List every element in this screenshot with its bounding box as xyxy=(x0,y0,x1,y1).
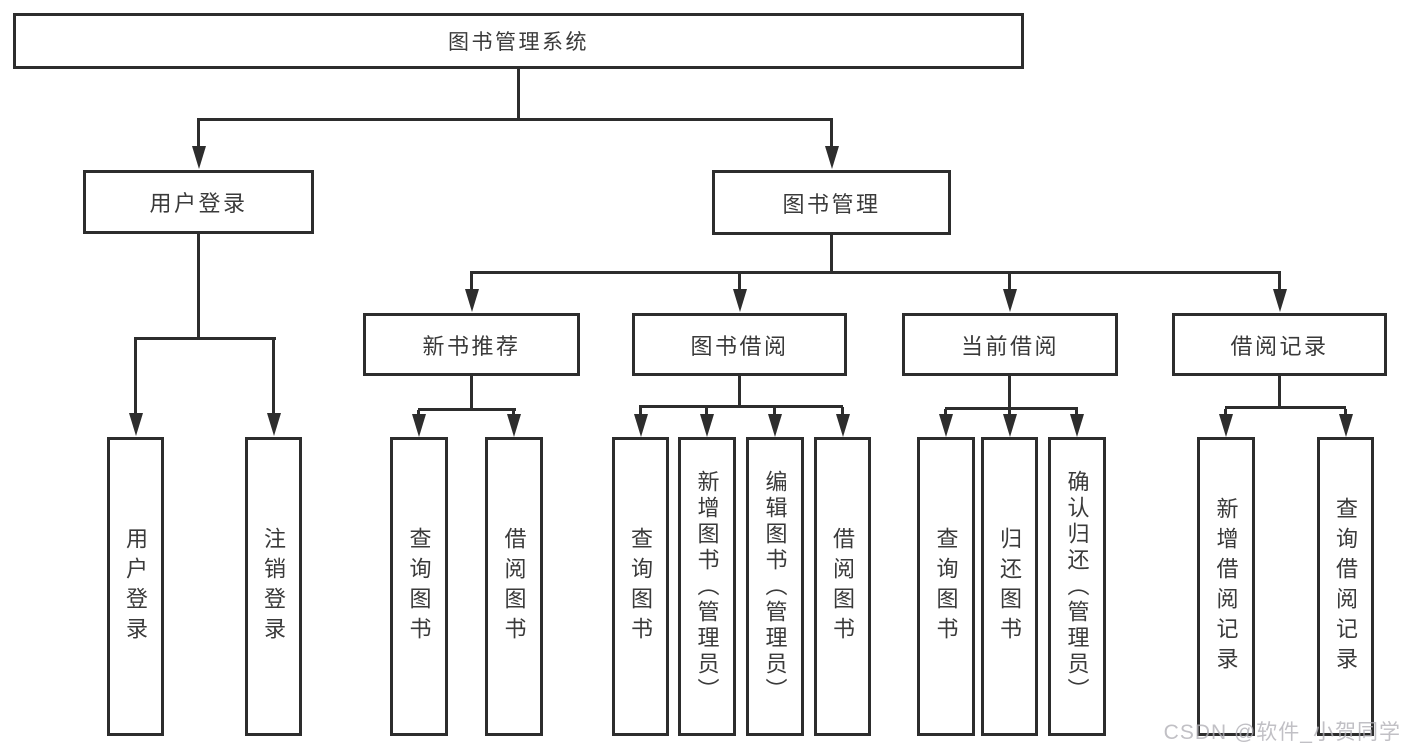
arrow-to-query-books-2 xyxy=(639,407,642,414)
node-user-login-label: 用户登录 xyxy=(149,191,248,216)
node-leaf-return-books: 归还图书 xyxy=(981,437,1038,736)
node-leaf-logout: 注销登录 xyxy=(245,437,302,736)
node-leaf-add-borrow-record: 新增借阅记录 xyxy=(1197,437,1255,736)
arrow-to-book-mgmt xyxy=(830,118,833,146)
node-leaf-edit-books-label: 编辑图书（管理员） xyxy=(762,469,788,704)
node-leaf-return-books-label: 归还图书 xyxy=(997,526,1023,647)
arrow-to-borrow-records xyxy=(1278,274,1281,289)
node-book-borrow-label: 图书借阅 xyxy=(690,333,789,359)
node-user-login: 用户登录 xyxy=(83,170,314,234)
node-leaf-user-login-label: 用户登录 xyxy=(123,526,149,647)
node-leaf-confirm-return-label: 确认归还（管理员） xyxy=(1064,469,1090,704)
node-leaf-add-books: 新增图书（管理员） xyxy=(678,437,736,736)
connector-user-login-hbar xyxy=(134,337,276,340)
connector-book-borrow-stem xyxy=(738,376,741,408)
node-leaf-borrow-books-2-label: 借阅图书 xyxy=(830,526,856,647)
arrow-to-return-books xyxy=(1008,409,1011,414)
node-leaf-query-books-1-label: 查询图书 xyxy=(406,526,432,647)
connector-root-stem xyxy=(517,66,520,121)
connector-user-login-stem xyxy=(197,234,200,340)
csdn-watermark: CSDN @软件_小贺同学 xyxy=(1163,721,1401,744)
arrow-to-borrow-books-2 xyxy=(841,407,844,414)
arrow-to-book-borrow xyxy=(738,274,741,289)
arrow-to-query-borrow-record xyxy=(1344,409,1347,414)
connector-borrow-records-stem xyxy=(1278,376,1281,409)
arrow-to-query-books-3 xyxy=(944,409,947,414)
connector-book-mgmt-hbar xyxy=(470,271,1281,274)
arrow-to-edit-books xyxy=(773,407,776,414)
arrow-to-new-book-rec xyxy=(470,274,473,289)
node-leaf-query-borrow-record-label: 查询借阅记录 xyxy=(1333,496,1359,677)
node-leaf-edit-books: 编辑图书（管理员） xyxy=(746,437,804,736)
node-leaf-query-books-1: 查询图书 xyxy=(390,437,448,736)
node-root: 图书管理系统 xyxy=(13,13,1024,69)
node-book-mgmt: 图书管理 xyxy=(712,170,951,235)
node-new-book-rec: 新书推荐 xyxy=(363,313,580,376)
node-current-borrow: 当前借阅 xyxy=(902,313,1118,376)
node-book-borrow: 图书借阅 xyxy=(632,313,847,376)
node-current-borrow-label: 当前借阅 xyxy=(960,333,1059,359)
connector-current-borrow-hbar xyxy=(945,407,1078,410)
node-leaf-borrow-books-1-label: 借阅图书 xyxy=(501,526,527,647)
arrow-to-user-login-child xyxy=(134,340,137,413)
arrow-to-add-books xyxy=(705,407,708,414)
node-leaf-add-books-label: 新增图书（管理员） xyxy=(694,469,720,704)
node-book-mgmt-label: 图书管理 xyxy=(782,191,881,217)
node-leaf-query-borrow-record: 查询借阅记录 xyxy=(1317,437,1374,736)
node-new-book-rec-label: 新书推荐 xyxy=(422,333,521,359)
connector-borrow-records-hbar xyxy=(1225,406,1346,409)
arrow-to-confirm-return xyxy=(1075,409,1078,414)
arrow-to-logout-child xyxy=(272,340,275,413)
arrow-to-add-borrow-record xyxy=(1224,409,1227,414)
connector-new-book-rec-hbar xyxy=(418,408,516,411)
node-root-label: 图书管理系统 xyxy=(448,31,589,54)
node-leaf-query-books-2: 查询图书 xyxy=(612,437,669,736)
connector-current-borrow-stem xyxy=(1008,376,1011,410)
node-leaf-query-books-3-label: 查询图书 xyxy=(933,526,959,647)
connector-new-book-rec-stem xyxy=(470,376,473,411)
arrow-to-current-borrow xyxy=(1008,274,1011,289)
arrow-to-query-books-1 xyxy=(417,410,420,414)
node-leaf-logout-label: 注销登录 xyxy=(261,526,287,647)
node-leaf-query-books-3: 查询图书 xyxy=(917,437,975,736)
node-leaf-query-books-2-label: 查询图书 xyxy=(628,526,654,647)
arrow-to-borrow-books-1 xyxy=(512,410,515,414)
arrow-to-user-login xyxy=(197,118,200,146)
node-leaf-add-borrow-record-label: 新增借阅记录 xyxy=(1213,496,1239,677)
node-leaf-borrow-books-2: 借阅图书 xyxy=(814,437,871,736)
node-borrow-records: 借阅记录 xyxy=(1172,313,1387,376)
node-borrow-records-label: 借阅记录 xyxy=(1230,333,1329,359)
node-leaf-borrow-books-1: 借阅图书 xyxy=(485,437,543,736)
connector-book-mgmt-stem xyxy=(830,235,833,274)
node-leaf-confirm-return: 确认归还（管理员） xyxy=(1048,437,1106,736)
connector-book-borrow-hbar xyxy=(639,405,843,408)
connector-level1-hbar xyxy=(197,118,833,121)
node-leaf-user-login: 用户登录 xyxy=(107,437,164,736)
